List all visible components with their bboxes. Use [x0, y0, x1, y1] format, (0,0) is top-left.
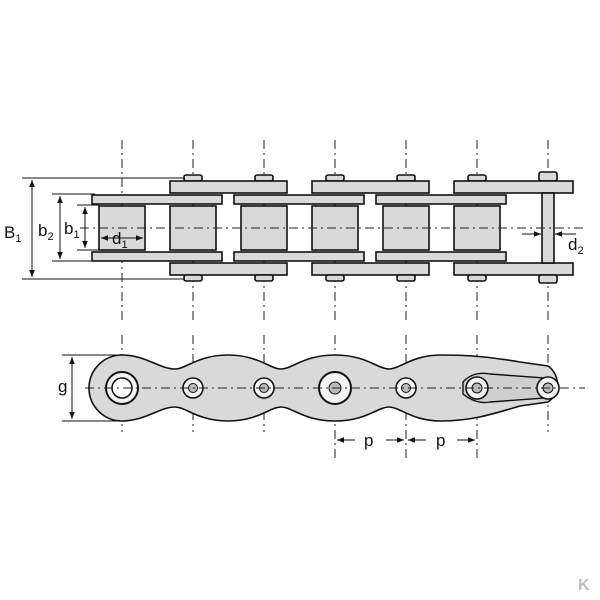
height-dimension	[62, 354, 122, 422]
outer-plates-bottom	[169, 262, 574, 276]
side-view: g p p	[58, 354, 585, 450]
outer-plates-top	[169, 180, 574, 194]
pin-caps-top	[183, 171, 558, 182]
pin-caps-bottom	[183, 274, 558, 284]
dim-label-d2: d2	[568, 235, 584, 257]
dimension-arrows	[29, 180, 576, 277]
dim-label-g: g	[58, 377, 67, 396]
dim-label-b1: b1	[64, 219, 80, 241]
dim-label-pitch-2: p	[436, 431, 445, 450]
dimension-extension-lines	[22, 177, 185, 280]
dim-label-pitch-1: p	[364, 431, 373, 450]
top-view: B1 b2 b1 d1 d2	[4, 171, 585, 284]
inner-plates-bottom	[91, 251, 507, 262]
watermark-logo: K	[578, 577, 590, 594]
dim-label-b2: b2	[38, 221, 54, 243]
inner-plates-top	[91, 194, 507, 205]
dim-label-d1: d1	[112, 229, 128, 251]
dim-label-B1: B1	[4, 223, 21, 245]
